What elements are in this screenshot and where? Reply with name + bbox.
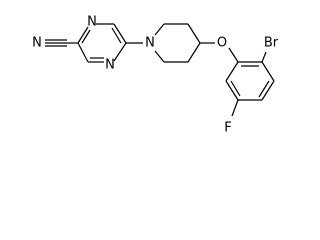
benzene-bond-c5-c6 [225,80,239,101]
pyrazine-bond-c5-n4 [113,42,127,62]
pyrazine-bond-c6-c5-inner [111,27,122,44]
atom-label-bromine: Br [264,36,279,51]
piperidine-bond-6 [154,50,165,63]
atom-label-pyrazine-n-top: N [87,15,97,30]
piperidine-bond-4 [187,42,201,63]
benzene-bond-c3-c4-inner [258,80,270,98]
pyrazine-bond-c2-n1 [77,26,89,44]
atom-labels: N N N N O Br F [32,15,279,136]
pyrazine-bond-c3-c2 [77,42,89,63]
benzene-bond-c2-c3 [261,61,275,82]
atom-label-pyrazine-n-bottom: N [105,58,115,73]
atom-label-piperidine-n: N [145,36,155,51]
atom-label-fluorine: F [224,121,231,136]
aryl-to-bromine-bond [261,51,267,63]
atom-label-ether-o: O [217,36,227,51]
benzene-bond-c6-c1 [225,61,239,82]
piperidine-bond-3 [187,23,201,44]
oxygen-to-aryl-bond [228,47,239,63]
chemical-structure: N N N N O Br F [32,15,279,136]
atom-label-nitrile-n: N [32,36,42,51]
pyrazine-bond-c2-n1-inner [81,29,91,44]
benzene-bond-c5-c6-inner [230,80,241,97]
benzene-bond-c3-c4 [261,80,275,101]
bond-lines [45,23,275,117]
pyrazine-bond-c6-c5 [113,23,127,44]
aryl-to-fluorine-bond [231,99,239,117]
piperidine-bond-1 [154,23,165,36]
